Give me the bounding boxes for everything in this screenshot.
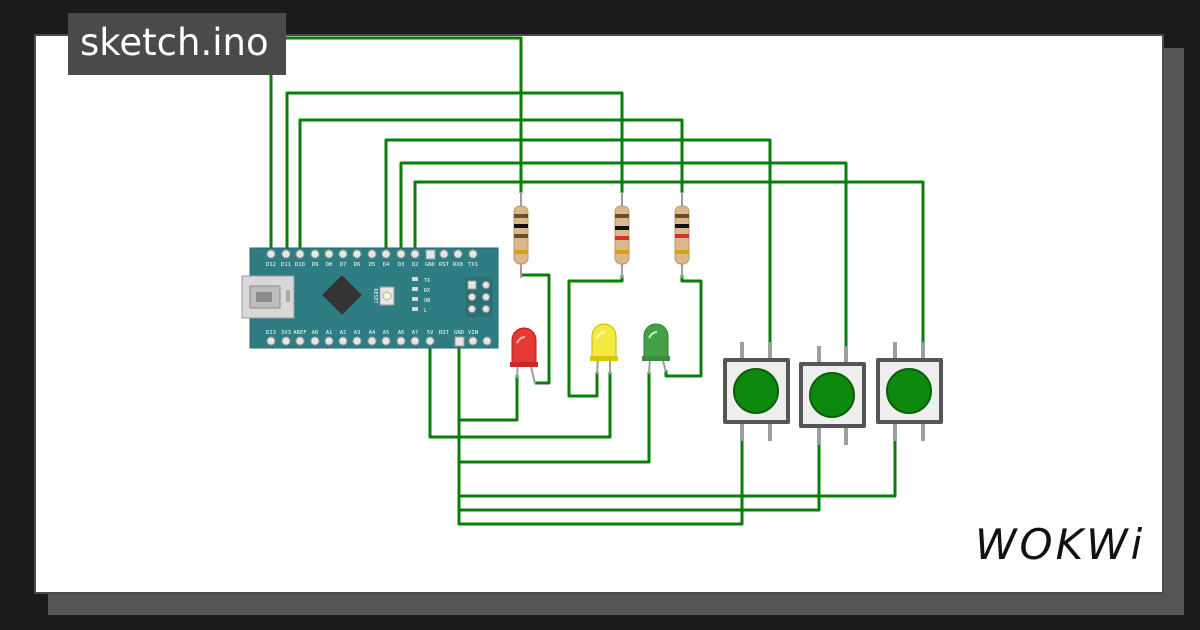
wire-d10-resistor-green	[298, 118, 684, 253]
board-led-label: RX	[424, 288, 430, 294]
icsp-header	[465, 277, 493, 317]
resistor-yellow-led	[614, 192, 630, 278]
pin-label: D11	[281, 262, 291, 268]
microcontroller-chip	[322, 275, 362, 315]
wire-gnd-button-2	[457, 436, 821, 512]
onboard-leds	[412, 277, 418, 311]
pin-label: D8	[326, 262, 333, 268]
pin-label: D4	[383, 262, 390, 268]
board-led-label: L	[424, 308, 427, 314]
pin-label: A3	[354, 330, 361, 336]
wire-d4-button-1	[384, 138, 772, 342]
pin-label: VIN	[468, 330, 478, 336]
pin-label: RST	[439, 330, 450, 336]
pin-label: RST	[439, 262, 450, 268]
reset-label: RESET	[372, 288, 378, 303]
wire-5v-leds	[428, 340, 612, 439]
top-pin-labels: D12 D11 D10 D9 D8 D7 D6 D5 D4 D3 D2 GND …	[266, 262, 478, 268]
pin-label: A0	[312, 330, 319, 336]
pin-label: 5V	[427, 330, 434, 336]
arduino-nano-board: D12 D11 D10 D9 D8 D7 D6 D5 D4 D3 D2 GND …	[241, 247, 499, 349]
pin-label: AREF	[293, 330, 306, 336]
wires	[269, 36, 925, 526]
pin-label: 3V3	[281, 330, 291, 336]
bottom-pin-labels: D13 3V3 AREF A0 A1 A2 A3 A4 A5 A6 A7 5V …	[266, 330, 478, 336]
pin-label: A5	[383, 330, 390, 336]
led-yellow	[590, 323, 618, 375]
wire-d3-button-2	[399, 161, 848, 347]
pin-label: RX0	[453, 262, 463, 268]
pin-label: D5	[369, 262, 376, 268]
pin-label: D7	[340, 262, 347, 268]
reset-button-onboard: RESET	[372, 286, 395, 306]
pin-label: A2	[340, 330, 347, 336]
wire-yellow-resistor-led	[567, 275, 624, 398]
pin-label: GND	[425, 262, 435, 268]
wokwi-logo: WOKWi	[975, 520, 1146, 569]
wire-gnd-green-led	[457, 372, 651, 464]
pin-label: D3	[398, 262, 405, 268]
wire-d2-button-3	[413, 180, 925, 342]
pin-label: A7	[412, 330, 419, 336]
led-green	[642, 323, 670, 375]
pin-label: D12	[266, 262, 276, 268]
pin-label: GND	[454, 330, 464, 336]
board-led-label: TX	[424, 278, 430, 284]
wire-gnd-button-1	[457, 436, 744, 526]
led-red	[510, 327, 538, 385]
pushbutton-3[interactable]	[876, 342, 943, 441]
resistor-green-led	[674, 192, 690, 278]
resistor-red-led	[513, 192, 529, 278]
pin-label: D9	[312, 262, 319, 268]
wire-d11-resistor-yellow	[285, 91, 624, 253]
pin-label: A6	[398, 330, 405, 336]
board-led-label: ON	[424, 298, 430, 304]
bottom-header-pins	[266, 336, 492, 347]
wire-gnd-button-3	[457, 436, 897, 498]
wire-d12-resistor-red	[269, 36, 523, 253]
pin-label: D2	[412, 262, 419, 268]
pin-label: D10	[295, 262, 305, 268]
wire-green-resistor-led	[664, 275, 703, 378]
pin-label: D6	[354, 262, 361, 268]
pin-label: A4	[369, 330, 376, 336]
pin-label: D13	[266, 330, 276, 336]
top-header-pins	[266, 249, 478, 260]
wire-gnd-red-led	[457, 340, 519, 422]
simulation-canvas[interactable]	[34, 34, 1164, 594]
usb-connector	[241, 275, 295, 319]
pin-label: A1	[326, 330, 333, 336]
pin-label: TX1	[468, 262, 478, 268]
pushbutton-1[interactable]	[723, 342, 790, 441]
file-tab[interactable]: sketch.ino	[68, 13, 286, 75]
pushbutton-2[interactable]	[799, 346, 866, 445]
wire-red-resistor-led	[521, 273, 551, 385]
